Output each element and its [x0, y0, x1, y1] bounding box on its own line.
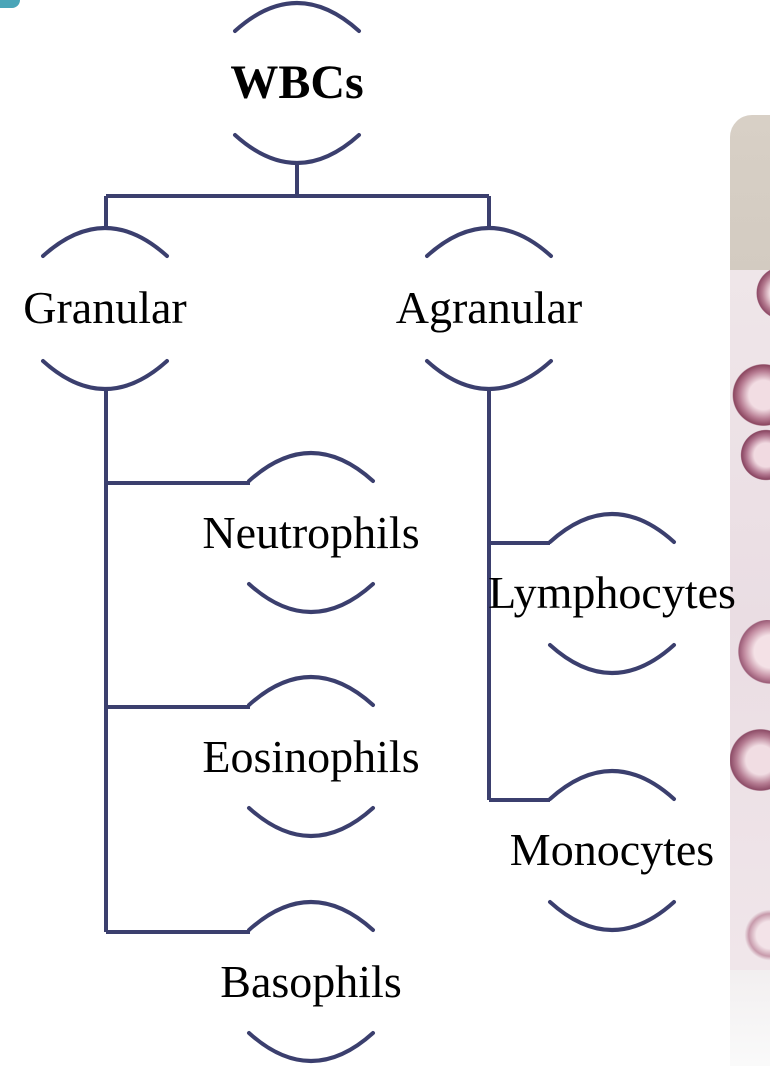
monocytes-top-arc — [550, 771, 674, 799]
neutrophils-bottom-arc — [249, 584, 373, 612]
agranular-top-arc — [427, 228, 551, 256]
lymphocytes-node-label: Lymphocytes — [488, 570, 736, 616]
monocytes-node-label: Monocytes — [510, 827, 714, 873]
basophils-bottom-arc — [249, 1033, 373, 1061]
wbcs-bottom-arc — [235, 135, 359, 163]
lymphocytes-bottom-arc — [550, 645, 674, 673]
lymphocytes-top-arc — [550, 514, 674, 542]
eosinophils-bottom-arc — [249, 808, 373, 836]
root-node-label: WBCs — [230, 59, 363, 107]
eosinophils-node-label: Eosinophils — [202, 734, 419, 780]
basophils-node-label: Basophils — [220, 959, 401, 1005]
agranular-bottom-arc — [427, 361, 551, 389]
basophils-top-arc — [249, 902, 373, 930]
granular-top-arc — [43, 228, 167, 256]
granular-node-label: Granular — [23, 285, 186, 331]
granular-bottom-arc — [43, 361, 167, 389]
wbcs-top-arc — [235, 3, 359, 31]
neutrophils-node-label: Neutrophils — [202, 510, 419, 556]
agranular-node-label: Agranular — [396, 285, 582, 331]
eosinophils-top-arc — [249, 677, 373, 705]
monocytes-bottom-arc — [550, 902, 674, 930]
neutrophils-top-arc — [249, 453, 373, 481]
